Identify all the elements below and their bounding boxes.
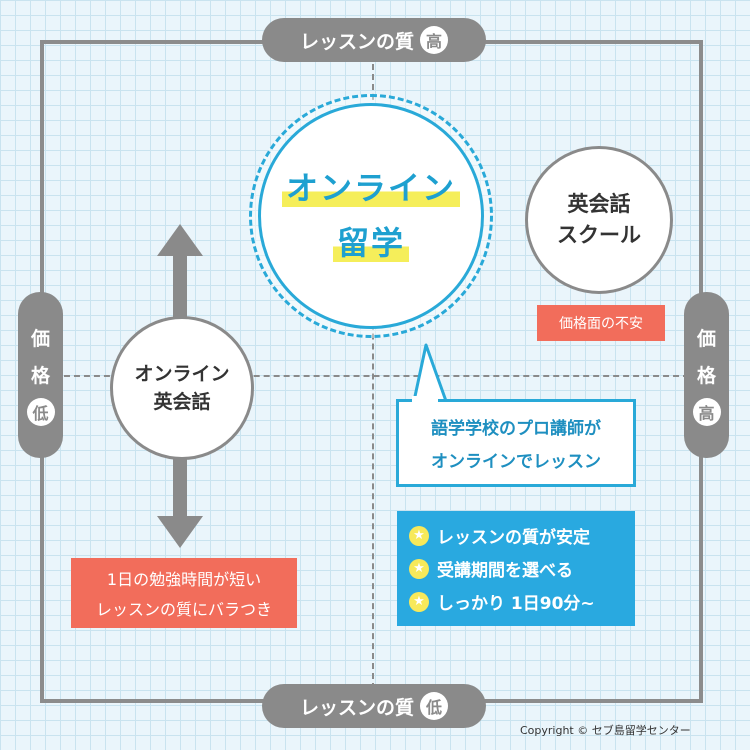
axis-bottom-badge: 低: [420, 692, 448, 720]
callout-line1: 語学学校のプロ講師が: [431, 419, 601, 439]
feature-text: しっかり 1日90分~: [437, 594, 595, 614]
main-title-line2: 留学: [332, 225, 409, 262]
school-note: 価格面の不安: [537, 305, 665, 341]
feature-text: レッスンの質が安定: [437, 528, 590, 548]
online-eikaiwa-note-line2: レッスンの質にバラつき: [95, 600, 272, 619]
axis-left-label-2: 格: [30, 365, 50, 387]
feature-item: ★ 受講期間を選べる: [409, 556, 635, 581]
features-box: ★ レッスンの質が安定 ★ 受講期間を選べる ★ しっかり 1日90分~: [397, 511, 635, 626]
axis-left-price-low: 価 格 低: [18, 292, 63, 458]
online-eikaiwa-note-line1: 1日の勉強時間が短い: [106, 570, 262, 589]
star-icon: ★: [409, 558, 429, 579]
axis-right-label-2: 格: [696, 365, 716, 387]
axis-right-price-high: 価 格 高: [684, 292, 729, 458]
school-note-text: 価格面の不安: [559, 316, 643, 332]
main-title-line1: オンライン: [281, 170, 460, 207]
online-eikaiwa-line2: 英会話: [153, 391, 211, 413]
main-circle: オンライン 留学: [258, 103, 484, 329]
school-line2: スクール: [557, 223, 641, 247]
axis-bottom-label: レッスンの質: [299, 696, 414, 719]
school-line1: 英会話: [567, 191, 631, 216]
axis-left-badge: 低: [26, 398, 55, 426]
horizontal-axis-line: [44, 375, 699, 377]
feature-item: ★ しっかり 1日90分~: [409, 589, 635, 614]
vertical-axis-line: [372, 44, 374, 699]
axis-bottom-quality-low: レッスンの質 低: [262, 684, 486, 728]
online-eikaiwa-circle: オンライン 英会話: [110, 316, 254, 460]
online-eikaiwa-line1: オンライン: [134, 362, 230, 385]
axis-top-label: レッスンの質: [299, 30, 414, 53]
callout-line2: オンラインでレッスン: [431, 452, 601, 472]
online-eikaiwa-note: 1日の勉強時間が短い レッスンの質にバラつき: [71, 558, 297, 628]
feature-item: ★ レッスンの質が安定: [409, 523, 635, 548]
star-icon: ★: [409, 591, 429, 612]
callout-joint: [412, 396, 438, 404]
axis-right-label-1: 価: [696, 328, 716, 350]
copyright-text: Copyright © セブ島留学センター: [520, 724, 691, 737]
axis-top-quality-high: レッスンの質 高: [262, 18, 486, 62]
axis-top-badge: 高: [420, 26, 448, 54]
star-icon: ★: [409, 525, 429, 546]
callout-pointer-icon: [412, 343, 448, 403]
feature-text: 受講期間を選べる: [437, 561, 573, 581]
axis-right-badge: 高: [692, 398, 721, 426]
callout-box: 語学学校のプロ講師が オンラインでレッスン: [396, 399, 636, 487]
axis-left-label-1: 価: [30, 328, 50, 350]
school-circle: 英会話 スクール: [525, 146, 673, 294]
